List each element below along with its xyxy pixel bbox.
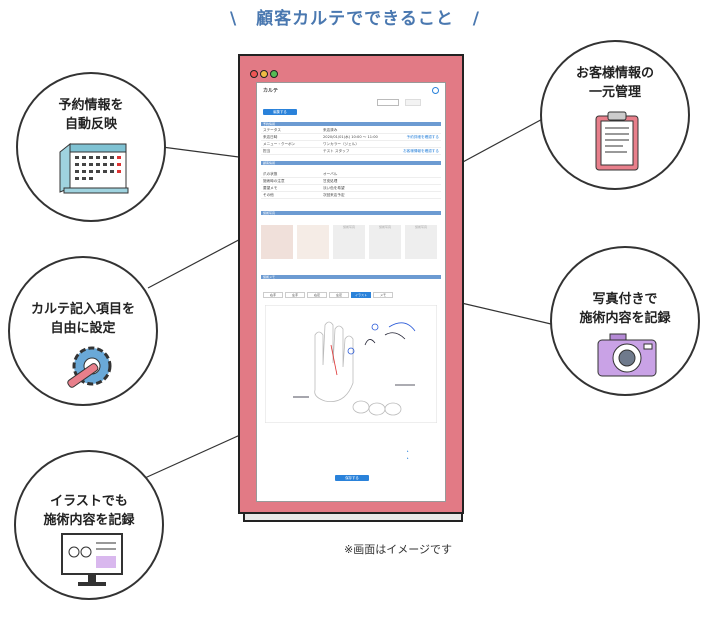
save-button[interactable]: 保存する: [335, 475, 369, 481]
monitor-icon: [61, 533, 123, 586]
feature-customer-line2: 一元管理: [588, 85, 641, 100]
feature-illust-line1: イラストでも: [50, 494, 128, 509]
tab-right-hand[interactable]: 右手: [263, 292, 283, 298]
table-row: その他次回来店予定: [261, 192, 441, 199]
camera-icon: [597, 333, 657, 377]
feature-illust: イラストでも 施術内容を記録: [14, 450, 164, 600]
tab-illust[interactable]: イラスト: [351, 292, 371, 298]
feature-photo-line2: 施術内容を記録: [579, 311, 671, 326]
table-row: 担当テスト スタッフお客様情報を確認する: [261, 149, 441, 155]
tab-left-hand[interactable]: 左手: [285, 292, 305, 298]
clipboard-icon: [595, 111, 639, 171]
title-right-deco: /: [472, 9, 480, 29]
nail-photo-2[interactable]: [297, 225, 329, 259]
photo-row: 施術写真 施術写真 施術写真: [261, 225, 441, 261]
help-icon[interactable]: [432, 87, 439, 94]
minimize-dot-icon: [260, 70, 268, 78]
memo-link-2[interactable]: ▸: [407, 456, 409, 460]
karte-header: カルテ: [263, 88, 279, 94]
image-caption: ※画面はイメージです: [344, 543, 452, 556]
illustration-canvas[interactable]: [265, 305, 437, 423]
tab-memo[interactable]: メモ: [373, 292, 393, 298]
feature-settings-line2: 自由に設定: [50, 321, 116, 336]
table-row: 爪の状態オーバル: [261, 171, 441, 178]
table-row: ステータス来店済み: [261, 127, 441, 134]
section-memo: 施術メモ: [261, 275, 441, 279]
title-left-deco: \: [230, 9, 238, 29]
photo-placeholder[interactable]: 施術写真: [333, 225, 365, 259]
feature-reserve-line2: 自動反映: [64, 117, 117, 132]
feature-illust-line2: 施術内容を記録: [43, 513, 135, 528]
photo-placeholder[interactable]: 施術写真: [405, 225, 437, 259]
title-text: 顧客カルテでできること: [256, 9, 454, 29]
page-title: \ 顧客カルテでできること /: [0, 4, 710, 29]
table-row: 要望メモ淡い色を希望: [261, 185, 441, 192]
nav-button-2[interactable]: [405, 99, 421, 106]
feature-customer-line1: お客様情報の: [575, 66, 654, 81]
gear-wrench-icon: [67, 346, 112, 388]
window-controls: [250, 63, 280, 82]
section-reserve: 予約情報: [261, 122, 441, 126]
nav-button[interactable]: [377, 99, 399, 106]
section-photo: 施術写真: [261, 211, 441, 215]
table-row: メニュー・クーポンワンカラー（ジェル）: [261, 141, 441, 148]
maximize-dot-icon: [270, 70, 278, 78]
tab-right-foot[interactable]: 右足: [307, 292, 327, 298]
calendar-icon: [59, 142, 129, 194]
tab-left-foot[interactable]: 左足: [329, 292, 349, 298]
feature-customer: お客様情報の 一元管理: [540, 40, 690, 190]
memo-link[interactable]: ▸: [407, 449, 409, 453]
feature-reserve: 予約情報を 自動反映: [16, 72, 166, 222]
feature-reserve-line1: 予約情報を: [58, 98, 124, 113]
memo-tabs: 右手 左手 右足 左足 イラスト メモ: [261, 292, 441, 298]
table-row: 施術時の注意甘皮処理: [261, 178, 441, 185]
photo-placeholder[interactable]: 施術写真: [369, 225, 401, 259]
feature-settings: カルテ記入項目を 自由に設定: [8, 256, 158, 406]
feature-photo-line1: 写真付きで: [592, 292, 658, 307]
feature-settings-line1: カルテ記入項目を: [30, 302, 135, 317]
nail-photo-1[interactable]: [261, 225, 293, 259]
section-customer: 顧客情報: [261, 161, 441, 165]
close-dot-icon: [250, 70, 258, 78]
feature-photo: 写真付きで 施術内容を記録: [550, 246, 700, 396]
edit-button[interactable]: 編集する: [263, 109, 297, 115]
